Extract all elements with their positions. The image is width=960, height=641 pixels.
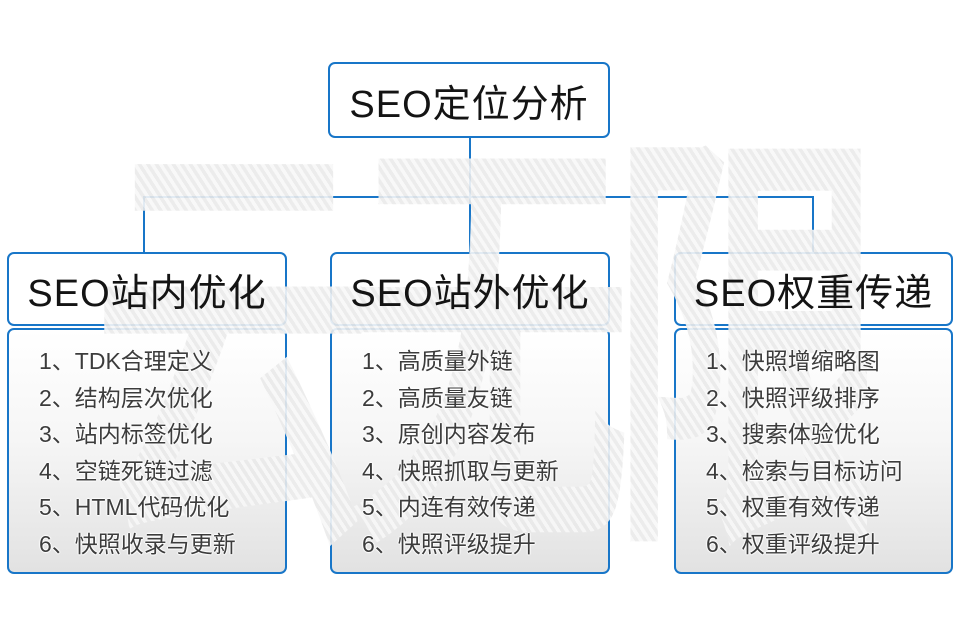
list-item: 6、快照收录与更新 [39, 530, 236, 557]
branch-title: SEO站外优化 [350, 272, 590, 315]
list-item: 4、空链死链过滤 [39, 457, 213, 484]
branch-title: SEO站内优化 [27, 272, 267, 315]
list-item: 3、站内标签优化 [39, 421, 213, 447]
list-item: 3、搜索体验优化 [706, 421, 880, 447]
list-item: 5、权重有效传递 [706, 494, 880, 520]
list-item: 4、检索与目标访问 [706, 457, 903, 484]
root-node-label: SEO定位分析 [349, 83, 589, 126]
branch-list-onsite: 1、TDK合理定义 2、结构层次优化 3、站内标签优化 4、空链死链过滤 5、H… [7, 328, 287, 574]
list-item: 2、快照评级排序 [706, 384, 880, 411]
item-list: 1、高质量外链 2、高质量友链 3、原创内容发布 4、快照抓取与更新 5、内连有… [362, 343, 598, 562]
item-list: 1、TDK合理定义 2、结构层次优化 3、站内标签优化 4、空链死链过滤 5、H… [39, 343, 275, 562]
list-item: 4、快照抓取与更新 [362, 457, 559, 484]
branch-title: SEO权重传递 [693, 272, 934, 315]
branch-list-weight: 1、快照增缩略图 2、快照评级排序 3、搜索体验优化 4、检索与目标访问 5、权… [674, 328, 953, 574]
list-item: 3、原创内容发布 [362, 421, 536, 447]
list-item: 5、HTML代码优化 [39, 494, 230, 520]
list-item: 1、TDK合理定义 [39, 348, 213, 374]
list-item: 1、快照增缩略图 [706, 348, 880, 374]
branch-node-offsite: SEO站外优化 [330, 252, 610, 326]
list-item: 6、快照评级提升 [362, 530, 536, 557]
branch-node-weight: SEO权重传递 [674, 252, 953, 326]
branch-list-offsite: 1、高质量外链 2、高质量友链 3、原创内容发布 4、快照抓取与更新 5、内连有… [330, 328, 610, 574]
list-item: 5、内连有效传递 [362, 494, 536, 520]
branch-node-onsite: SEO站内优化 [7, 252, 287, 326]
list-item: 1、高质量外链 [362, 348, 513, 374]
list-item: 2、高质量友链 [362, 384, 513, 411]
root-node: SEO定位分析 [328, 62, 610, 138]
list-item: 2、结构层次优化 [39, 384, 213, 411]
item-list: 1、快照增缩略图 2、快照评级排序 3、搜索体验优化 4、检索与目标访问 5、权… [706, 343, 941, 562]
list-item: 6、权重评级提升 [706, 530, 880, 557]
